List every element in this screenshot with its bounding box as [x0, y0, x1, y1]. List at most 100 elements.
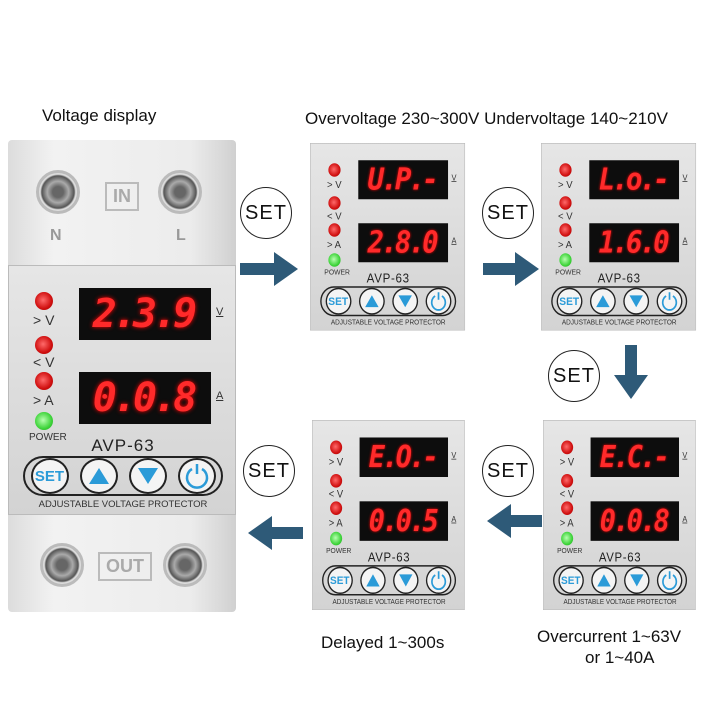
set-button[interactable]: SET	[556, 287, 583, 315]
power-button[interactable]	[656, 566, 683, 595]
current-unit: A	[216, 390, 224, 402]
overcurrent-led-label: > A	[33, 392, 54, 408]
set-step-badge: SET	[240, 187, 292, 239]
button-row: SET	[322, 565, 457, 596]
power-led	[330, 531, 343, 546]
down-button[interactable]	[392, 566, 419, 595]
down-button[interactable]	[391, 287, 418, 315]
button-row: SET	[551, 286, 688, 317]
power-button[interactable]	[425, 287, 452, 315]
voltage-unit: V	[451, 173, 457, 183]
voltage-display: L.o.-	[589, 160, 680, 200]
triangle-down-icon	[398, 574, 413, 587]
down-button[interactable]	[623, 566, 650, 595]
power-icon	[185, 464, 208, 489]
power-led	[561, 531, 574, 546]
triangle-down-icon	[398, 295, 412, 308]
power-icon	[661, 571, 677, 591]
down-button[interactable]	[128, 458, 167, 494]
overvoltage-led	[328, 163, 341, 177]
screw-icon	[36, 170, 80, 214]
in-label: IN	[105, 182, 139, 211]
current-unit: A	[682, 236, 688, 246]
power-label: POWER	[29, 432, 67, 443]
power-label: POWER	[326, 546, 352, 556]
undervoltage-led	[330, 473, 343, 488]
model-label: AVP-63	[366, 271, 410, 286]
n-label: N	[50, 227, 62, 244]
power-label: POWER	[555, 268, 581, 277]
undervoltage-led	[561, 473, 574, 488]
undervoltage-led-label: < V	[328, 487, 344, 500]
power-button[interactable]	[425, 566, 452, 595]
over-under-voltage-label: Overvoltage 230~300V Undervoltage 140~21…	[305, 109, 668, 128]
overvoltage-led-label: > V	[327, 178, 342, 191]
current-unit: A	[451, 236, 457, 246]
undervoltage-led-label: < V	[327, 209, 342, 222]
set-step-badge: SET	[548, 350, 600, 402]
power-button[interactable]	[177, 458, 216, 494]
arrow-down-icon	[614, 345, 648, 399]
device-panel: > V < V > A POWER 2.3.9 V 0.0.8 A AVP-63…	[8, 265, 236, 515]
screw-icon	[163, 543, 207, 587]
power-led	[328, 253, 341, 267]
arrow-left-icon	[248, 516, 303, 550]
power-icon	[430, 292, 446, 311]
voltage-display: 2.3.9	[79, 288, 211, 340]
power-button[interactable]	[656, 287, 683, 315]
power-label: POWER	[557, 546, 583, 556]
triangle-up-icon	[596, 574, 611, 587]
overvoltage-led	[559, 163, 572, 177]
power-label: POWER	[324, 268, 350, 277]
set-step-badge: SET	[243, 445, 295, 497]
undervoltage-led-label: < V	[33, 354, 55, 370]
panel-footer-label: ADJUSTABLE VOLTAGE PROTECTOR	[330, 318, 446, 327]
voltage-display: U.P.-	[358, 160, 449, 200]
down-button[interactable]	[622, 287, 649, 315]
undervoltage-led-label: < V	[558, 209, 573, 222]
voltage-display-label: Voltage display	[42, 106, 157, 125]
voltage-unit: V	[682, 173, 688, 183]
overvoltage-led	[330, 440, 343, 455]
voltage-protector-device: IN N L > V < V > A POWER 2.3.9 V 0.0.8 A…	[8, 140, 236, 612]
model-label: AVP-63	[597, 271, 641, 286]
set-button[interactable]: SET	[30, 458, 69, 494]
up-button[interactable]	[79, 458, 118, 494]
voltage-unit: V	[682, 451, 688, 461]
current-display: 0.0.8	[590, 501, 680, 541]
device-panel: > V < V > A POWER U.P.- V 2.8.0 A AVP-63…	[310, 143, 466, 331]
power-led	[559, 253, 572, 267]
delayed-label: Delayed 1~300s	[321, 633, 445, 652]
overcurrent-led-label: > A	[558, 238, 573, 251]
overcurrent-led	[328, 223, 341, 237]
overcurrent-label-1: Overcurrent 1~63V	[537, 627, 682, 646]
set-button[interactable]: SET	[325, 287, 352, 315]
triangle-up-icon	[364, 295, 379, 308]
power-icon	[661, 292, 677, 311]
up-button[interactable]	[359, 566, 386, 595]
overvoltage-led-label: > V	[328, 455, 344, 468]
undervoltage-led-label: < V	[559, 487, 575, 500]
current-display: 2.8.0	[358, 223, 449, 263]
panel-footer-label: ADJUSTABLE VOLTAGE PROTECTOR	[563, 597, 677, 607]
arrow-right-icon	[483, 252, 539, 286]
set-button[interactable]: SET	[327, 566, 353, 595]
triangle-down-icon	[137, 468, 158, 484]
power-icon	[430, 571, 446, 591]
set-step-badge: SET	[482, 187, 534, 239]
device-panel: > V < V > A POWER L.o.- V 1.6.0 A AVP-63…	[541, 143, 697, 331]
up-button[interactable]	[358, 287, 385, 315]
overcurrent-led	[559, 223, 572, 237]
button-row: SET	[553, 565, 688, 596]
up-button[interactable]	[589, 287, 616, 315]
model-label: AVP-63	[91, 436, 155, 455]
overcurrent-led-label: > A	[328, 516, 343, 529]
voltage-display: E.O.-	[359, 437, 449, 477]
current-unit: A	[451, 515, 457, 525]
triangle-up-icon	[595, 295, 610, 308]
up-button[interactable]	[590, 566, 617, 595]
screw-icon	[40, 543, 84, 587]
overcurrent-led	[35, 372, 53, 390]
set-button[interactable]: SET	[558, 566, 584, 595]
model-label: AVP-63	[367, 549, 411, 565]
